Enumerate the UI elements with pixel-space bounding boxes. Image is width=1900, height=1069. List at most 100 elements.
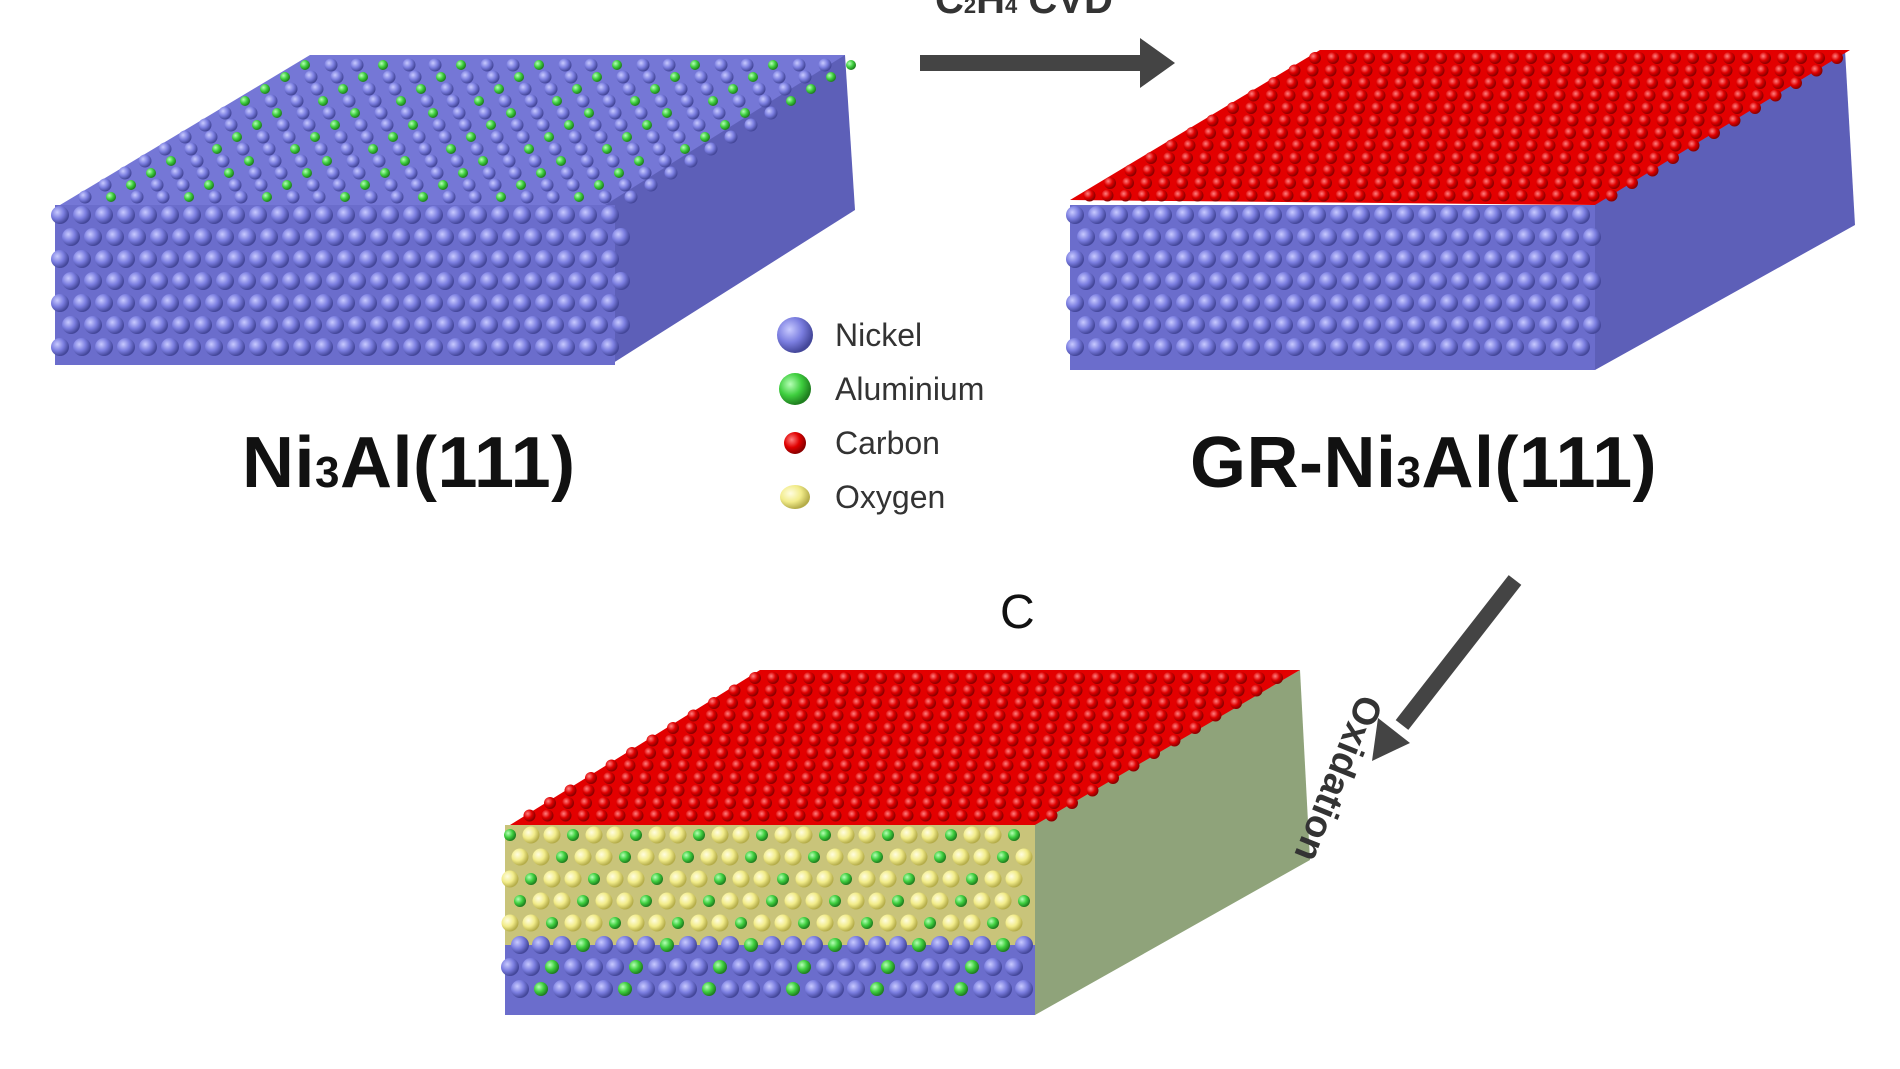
atom xyxy=(595,892,613,910)
atom xyxy=(1319,228,1337,246)
atom xyxy=(1522,64,1535,77)
atom xyxy=(721,892,739,910)
atom xyxy=(1045,809,1058,822)
atom xyxy=(762,697,774,709)
atom xyxy=(1443,189,1456,202)
atom xyxy=(1297,228,1315,246)
atom xyxy=(304,70,318,84)
atom xyxy=(254,178,268,192)
atom xyxy=(280,72,290,82)
atom xyxy=(560,166,574,180)
atom xyxy=(469,206,487,224)
atom xyxy=(1235,672,1247,684)
atom xyxy=(1308,338,1326,356)
atom xyxy=(1009,809,1022,822)
atom xyxy=(868,797,880,809)
atom xyxy=(775,809,788,822)
atom xyxy=(1595,152,1607,164)
atom xyxy=(1438,127,1450,139)
atom xyxy=(1484,206,1502,224)
atom xyxy=(700,734,713,747)
atom xyxy=(491,250,509,268)
atom xyxy=(1232,684,1245,697)
atom xyxy=(1700,77,1712,89)
atom xyxy=(1461,189,1474,202)
atom xyxy=(511,980,529,998)
atom xyxy=(1769,89,1782,102)
atom xyxy=(1587,102,1599,114)
atom xyxy=(840,873,852,885)
atom xyxy=(889,848,907,866)
atom xyxy=(764,684,777,697)
atom xyxy=(1520,164,1533,177)
atom xyxy=(708,96,718,106)
atom xyxy=(1374,250,1392,268)
atom xyxy=(348,316,366,334)
atom xyxy=(1385,316,1403,334)
atom xyxy=(741,709,754,722)
atom xyxy=(138,154,152,168)
atom xyxy=(893,759,906,772)
atom xyxy=(502,272,520,290)
atom xyxy=(1268,164,1281,177)
atom xyxy=(658,892,676,910)
atom xyxy=(360,130,374,144)
atom xyxy=(598,797,610,809)
atom xyxy=(360,180,370,190)
atom xyxy=(568,316,586,334)
atom xyxy=(106,316,124,334)
atom xyxy=(1736,77,1748,89)
atom xyxy=(294,154,308,168)
atom xyxy=(1440,294,1458,312)
atom xyxy=(911,759,924,772)
atom xyxy=(763,936,781,954)
atom xyxy=(1456,127,1468,139)
atom xyxy=(1371,189,1384,202)
atom xyxy=(685,809,698,822)
atom xyxy=(1220,250,1238,268)
atom xyxy=(1245,189,1258,202)
atom xyxy=(1669,139,1682,152)
atom xyxy=(658,980,676,998)
atom xyxy=(1047,709,1060,722)
atom xyxy=(1360,64,1373,77)
atom xyxy=(601,250,619,268)
atom xyxy=(51,294,69,312)
atom xyxy=(491,338,509,356)
atom xyxy=(952,848,970,866)
atom xyxy=(926,684,939,697)
atom xyxy=(861,917,873,929)
atom xyxy=(778,82,792,96)
atom xyxy=(1677,102,1689,114)
atom xyxy=(216,154,230,168)
atom xyxy=(1499,89,1512,102)
atom xyxy=(403,338,421,356)
atom xyxy=(166,156,176,166)
atom xyxy=(1242,294,1260,312)
atom xyxy=(252,120,262,130)
atom xyxy=(506,58,520,72)
atom xyxy=(1153,722,1165,734)
atom xyxy=(1309,52,1321,64)
atom xyxy=(567,829,579,841)
atom xyxy=(1083,709,1096,722)
atom xyxy=(392,316,410,334)
cvd-arrow xyxy=(920,38,1175,88)
atom xyxy=(1199,672,1211,684)
atom xyxy=(1217,672,1229,684)
atom xyxy=(1484,77,1496,89)
atom xyxy=(1181,152,1193,164)
atom xyxy=(592,72,602,82)
atom xyxy=(458,168,468,178)
atom xyxy=(1083,189,1096,202)
atom xyxy=(783,772,795,784)
atom xyxy=(1019,759,1032,772)
atom xyxy=(795,870,813,888)
atom xyxy=(870,697,882,709)
atom xyxy=(172,316,190,334)
atom xyxy=(572,84,582,94)
atom xyxy=(984,870,1002,888)
atom xyxy=(757,722,769,734)
atom xyxy=(1546,127,1558,139)
